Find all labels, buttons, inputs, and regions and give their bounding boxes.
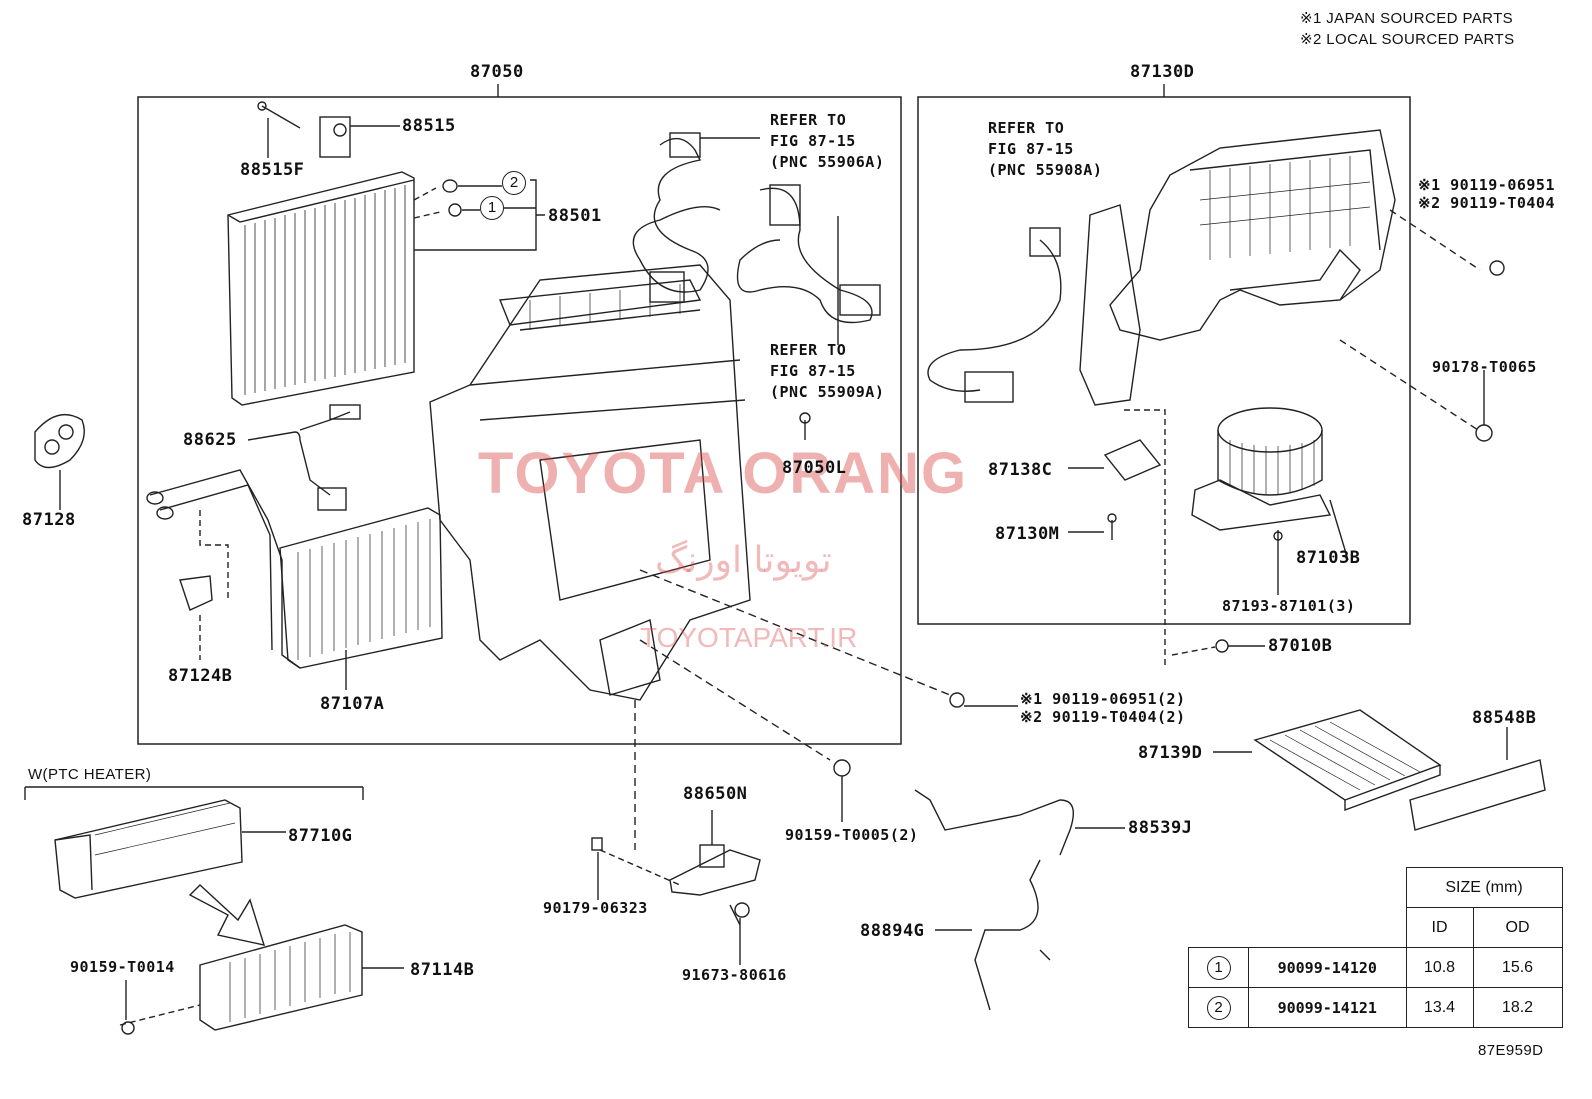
part-87103B[interactable]: 87103B (1296, 548, 1361, 568)
callout-2: 2 (502, 171, 526, 195)
row-part-1[interactable]: 90099-14120 (1248, 947, 1407, 988)
note-local-sourced: ※2 LOCAL SOURCED PARTS (1300, 31, 1515, 48)
part-87128[interactable]: 87128 (22, 510, 76, 530)
part-88515F[interactable]: 88515F (240, 160, 305, 180)
part-90119-06951-center[interactable]: ※1 90119-06951(2) (1020, 690, 1186, 708)
blower-case (1079, 129, 1396, 406)
part-87139D[interactable]: 87139D (1138, 743, 1203, 763)
note-japan-sourced: ※1 JAPAN SOURCED PARTS (1300, 10, 1514, 27)
row-od-1: 15.6 (1472, 947, 1563, 988)
part-90119-T0404-right[interactable]: ※2 90119-T0404 (1418, 194, 1555, 212)
part-88625[interactable]: 88625 (183, 430, 237, 450)
size-table-title: SIZE (mm) (1405, 867, 1563, 908)
part-87130M[interactable]: 87130M (995, 524, 1060, 544)
part-87124B[interactable]: 87124B (168, 666, 233, 686)
part-87114B[interactable]: 87114B (410, 960, 475, 980)
part-87010B[interactable]: 87010B (1268, 636, 1333, 656)
evaporator-core (227, 171, 415, 406)
part-88548B[interactable]: 88548B (1472, 708, 1537, 728)
part-90119-T0404-center[interactable]: ※2 90119-T0404(2) (1020, 708, 1186, 726)
part-88515[interactable]: 88515 (402, 116, 456, 136)
size-table-row: 1 90099-14120 10.8 15.6 (1188, 947, 1563, 988)
figure-code: 87E959D (1478, 1042, 1544, 1059)
blower-motor (1191, 407, 1332, 531)
size-table-col-od: OD (1472, 907, 1563, 948)
ptc-core (199, 924, 363, 1031)
part-87710G[interactable]: 87710G (288, 826, 353, 846)
part-87050L[interactable]: 87050L (782, 458, 847, 478)
part-90119-06951-right[interactable]: ※1 90119-06951 (1418, 176, 1555, 194)
hvac-case (429, 264, 751, 701)
size-table-row: 2 90099-14121 13.4 18.2 (1188, 987, 1563, 1028)
size-table-col-id: ID (1405, 907, 1474, 948)
size-table: SIZE (mm) ID OD 1 90099-14120 10.8 15.6 … (1188, 867, 1563, 1028)
heater-core (146, 469, 443, 669)
part-90159-T0014[interactable]: 90159-T0014 (70, 958, 175, 976)
part-88501[interactable]: 88501 (548, 206, 602, 226)
row-part-2[interactable]: 90099-14121 (1248, 987, 1407, 1028)
ptc-heater (54, 799, 243, 899)
row-od-2: 18.2 (1472, 987, 1563, 1028)
part-91673-80616[interactable]: 91673-80616 (682, 966, 787, 984)
callout-1: 1 (480, 196, 504, 220)
part-87107A[interactable]: 87107A (320, 694, 385, 714)
part-90178-T0065[interactable]: 90178-T0065 (1432, 358, 1537, 376)
part-87138C[interactable]: 87138C (988, 460, 1053, 480)
part-90159-T0005[interactable]: 90159-T0005(2) (785, 826, 919, 844)
row-mark-1: 1 (1206, 955, 1231, 980)
row-id-1: 10.8 (1405, 947, 1474, 988)
assembly-label-87050[interactable]: 87050 (470, 62, 524, 82)
part-88539J[interactable]: 88539J (1128, 818, 1193, 838)
ptc-heater-label: W(PTC HEATER) (28, 766, 152, 783)
row-id-2: 13.4 (1405, 987, 1474, 1028)
part-88894G[interactable]: 88894G (860, 921, 925, 941)
part-87193-87101[interactable]: 87193-87101(3) (1222, 597, 1356, 615)
row-mark-2: 2 (1206, 995, 1231, 1020)
part-88650N[interactable]: 88650N (683, 784, 748, 804)
assembly-label-87130D[interactable]: 87130D (1130, 62, 1195, 82)
part-90179-06323[interactable]: 90179-06323 (543, 899, 648, 917)
